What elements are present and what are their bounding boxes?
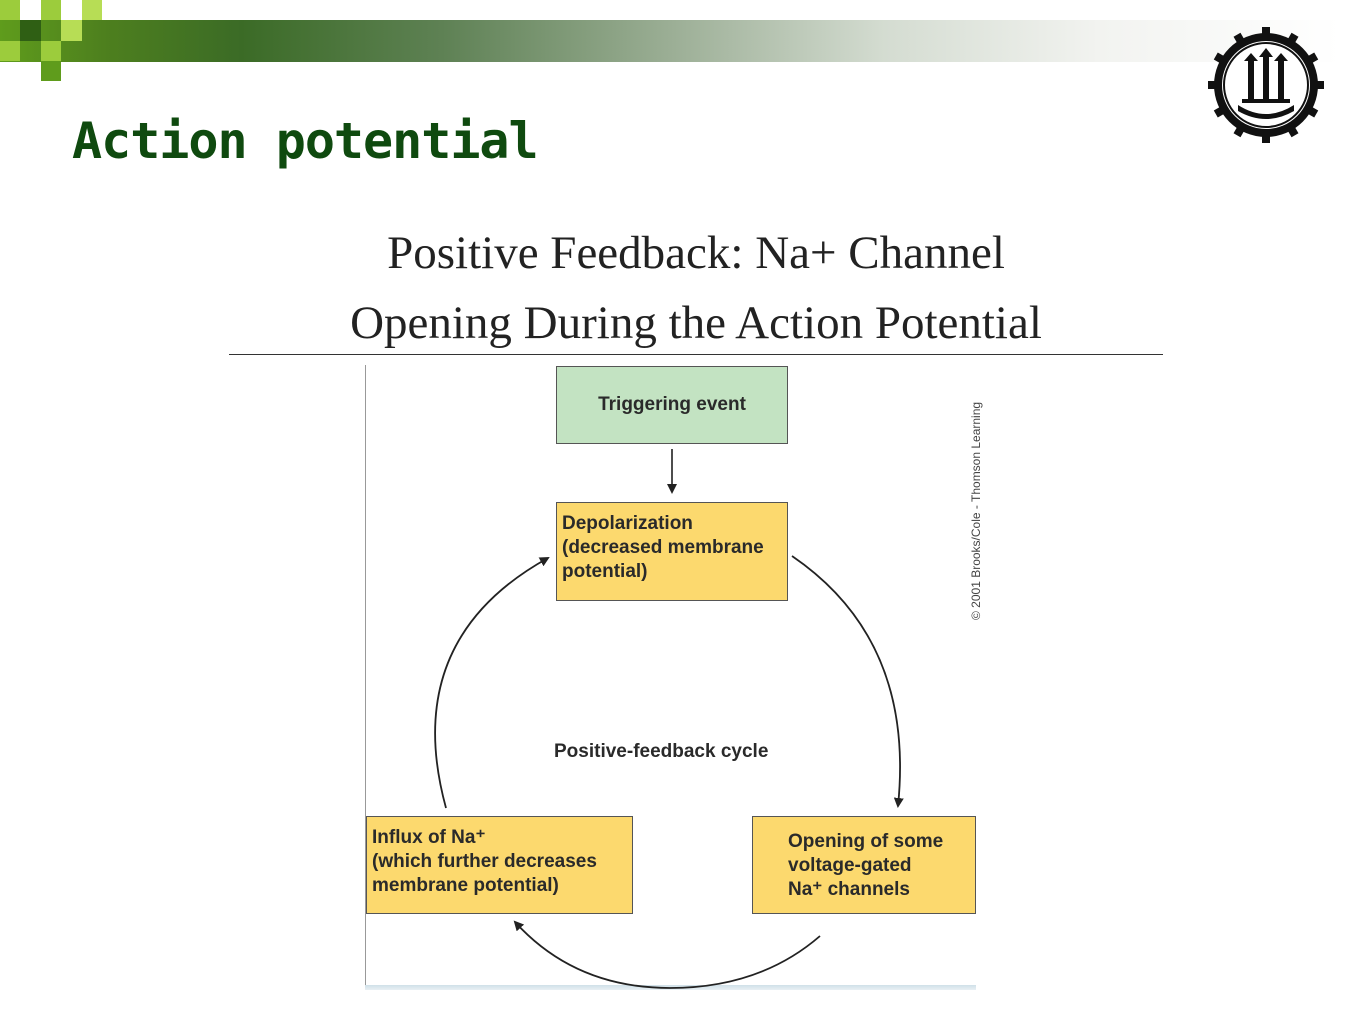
decor-square — [20, 20, 41, 41]
decor-square — [0, 41, 20, 61]
triggering-event-box: Triggering event — [556, 366, 788, 444]
decor-square — [41, 41, 61, 61]
university-seal-logo — [1208, 27, 1324, 143]
diagram-bottom-strip — [365, 985, 976, 990]
influx-box: Influx of Na⁺ (which further decreases m… — [366, 816, 633, 914]
decor-square — [82, 0, 102, 20]
cycle-label: Positive-feedback cycle — [554, 741, 769, 762]
copyright-credit-text: © 2001 Brooks/Cole - Thomson Learning — [969, 401, 983, 620]
decor-square — [61, 20, 82, 41]
decor-square — [0, 0, 20, 20]
page-title: Action potential — [72, 112, 539, 170]
depolarization-box: Depolarization (decreased membrane poten… — [556, 502, 788, 601]
figure-heading-rule — [229, 354, 1163, 355]
figure-heading: Positive Feedback: Na+ Channel Opening D… — [230, 218, 1162, 358]
figure-heading-line2: Opening During the Action Potential — [350, 297, 1042, 349]
decor-square — [41, 61, 61, 81]
copyright-credit: © 2001 Brooks/Cole - Thomson Learning — [969, 375, 983, 620]
figure-heading-line1: Positive Feedback: Na+ Channel — [387, 227, 1005, 279]
opening-channels-box: Opening of some voltage-gated Na⁺ channe… — [752, 816, 976, 914]
decor-square — [41, 0, 61, 20]
header-gradient-band — [0, 20, 1340, 62]
